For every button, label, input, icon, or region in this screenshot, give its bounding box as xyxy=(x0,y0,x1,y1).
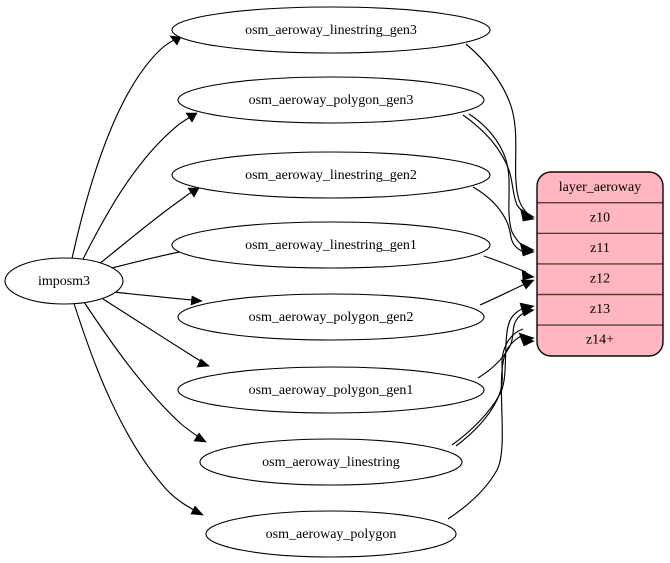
edge-imposm3-to-osm_aeroway_linestring_gen2 xyxy=(98,187,200,265)
edge-osm_aeroway_linestring-to-z13 xyxy=(451,302,535,446)
node-osm_aeroway_linestring_gen3[interactable]: osm_aeroway_linestring_gen3 xyxy=(171,6,491,54)
edge-imposm3-to-osm_aeroway_linestring xyxy=(83,301,207,443)
edge-osm_aeroway_linestring_gen1-to-z12 xyxy=(483,255,535,281)
edge-osm_aeroway_polygon_gen2-to-z12 xyxy=(479,279,535,306)
node-osm_aeroway_linestring_gen1[interactable]: osm_aeroway_linestring_gen1 xyxy=(171,221,491,269)
edge-osm_aeroway_linestring_gen2-to-z11 xyxy=(472,186,535,257)
node-layer_aeroway[interactable]: layer_aeroway z10 z11 z12 z13 z14+ xyxy=(536,171,664,357)
node-osm_aeroway_polygon_gen3-shape[interactable] xyxy=(177,76,485,124)
node-osm_aeroway_polygon_gen2[interactable]: osm_aeroway_polygon_gen2 xyxy=(177,293,485,341)
node-osm_aeroway_polygon[interactable]: osm_aeroway_polygon xyxy=(205,510,457,558)
node-osm_aeroway_polygon_gen2-shape[interactable] xyxy=(177,293,485,341)
node-osm_aeroway_polygon-shape[interactable] xyxy=(205,510,457,558)
node-osm_aeroway_linestring-shape[interactable] xyxy=(199,438,463,486)
node-osm_aeroway_linestring_gen1-shape[interactable] xyxy=(171,221,491,269)
edge-imposm3-to-osm_aeroway_linestring_gen3 xyxy=(71,35,182,259)
edge-imposm3-to-osm_aeroway_polygon_gen3 xyxy=(81,112,198,262)
node-osm_aeroway_polygon_gen3[interactable]: osm_aeroway_polygon_gen3 xyxy=(177,76,485,124)
node-imposm3[interactable]: imposm3 xyxy=(4,257,124,305)
node-osm_aeroway_linestring_gen2[interactable]: osm_aeroway_linestring_gen2 xyxy=(171,151,491,199)
node-osm_aeroway_linestring[interactable]: osm_aeroway_linestring xyxy=(199,438,463,486)
node-imposm3-shape[interactable] xyxy=(4,257,124,305)
layer-table-outline xyxy=(536,171,664,357)
edge-osm_aeroway_linestring_gen3-to-z10 xyxy=(465,43,535,220)
edge-osm_aeroway_polygon-to-z14 xyxy=(447,334,535,520)
node-osm_aeroway_linestring_gen3-shape[interactable] xyxy=(171,6,491,54)
edge-group-tables-to-layer xyxy=(447,43,535,520)
edge-imposm3-to-osm_aeroway_polygon xyxy=(73,303,204,516)
node-osm_aeroway_linestring_gen2-shape[interactable] xyxy=(171,151,491,199)
node-osm_aeroway_polygon_gen1-shape[interactable] xyxy=(177,366,485,414)
edge-imposm3-to-osm_aeroway_polygon_gen2 xyxy=(113,291,203,306)
edge-osm_aeroway_polygon_gen3-to-z10 xyxy=(462,114,535,222)
node-osm_aeroway_polygon_gen1[interactable]: osm_aeroway_polygon_gen1 xyxy=(177,366,485,414)
edge-imposm3-to-osm_aeroway_polygon_gen1 xyxy=(102,298,210,368)
